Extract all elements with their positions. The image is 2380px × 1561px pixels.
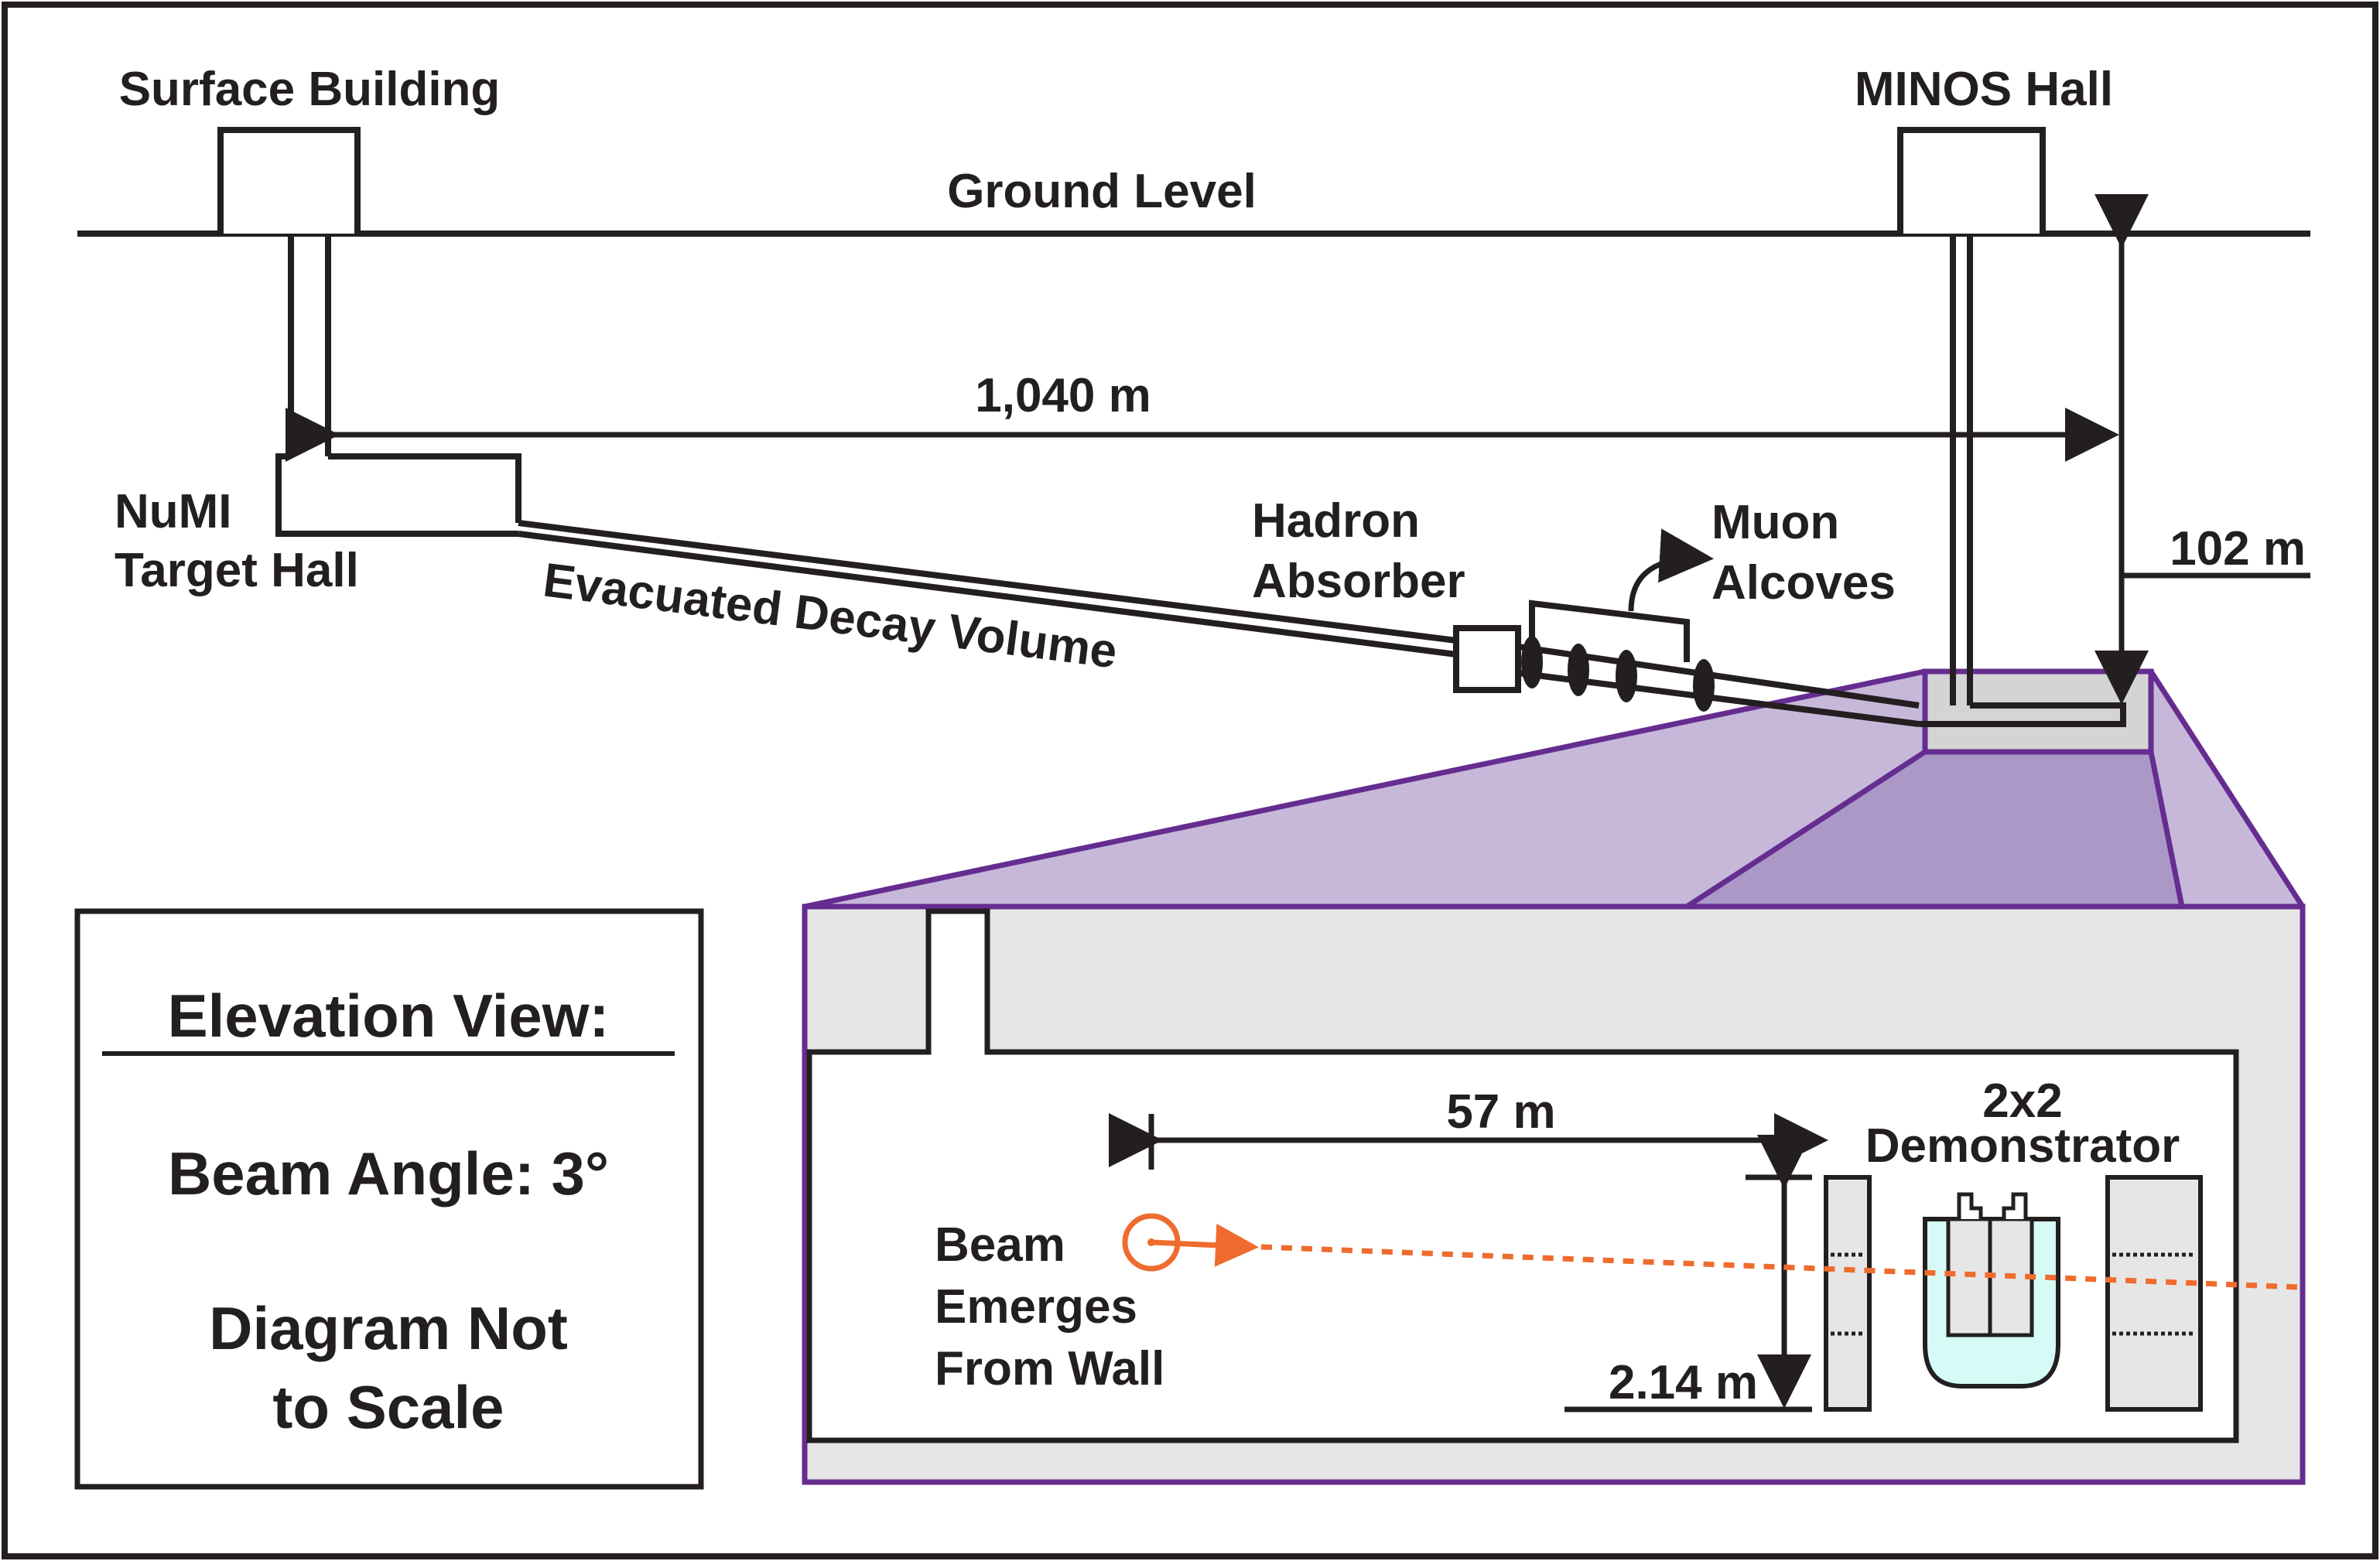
demonstrator-label-1: 2x2: [1982, 1074, 2062, 1128]
zoom-projection-mid: [1687, 752, 2182, 907]
cryostat-port-left: [1957, 1192, 1983, 1219]
beam-label-3: From Wall: [935, 1342, 1164, 1395]
zoom-edge-inner-left: [1685, 750, 1927, 909]
cryostat-port-right: [2002, 1192, 2028, 1219]
dim-102-label: 102 m: [2170, 522, 2306, 576]
legend-beam-angle: Beam Angle: 3°: [168, 1139, 609, 1207]
zoom-edge-left: [804, 668, 1926, 910]
dim-57-label: 57 m: [1446, 1085, 1555, 1139]
zoom-edge-right: [2149, 670, 2305, 908]
dim-214-label: 2.14 m: [1609, 1356, 1758, 1409]
ground-level-label: Ground Level: [947, 165, 1257, 218]
muon-alcove-3: [1616, 650, 1637, 702]
surface-building-label: Surface Building: [119, 63, 501, 116]
beam-path: [1260, 1244, 2300, 1290]
legend-note-2: to Scale: [272, 1373, 504, 1441]
zoom-edge-inner-right: [2148, 751, 2185, 907]
surface-building: [217, 127, 361, 234]
hadron-absorber-label-2: Absorber: [1252, 555, 1465, 608]
beam-direction-arrow: [1151, 1223, 1259, 1267]
numi-target-hall-label-1: NuMI: [115, 485, 232, 538]
muon-alcove-1: [1521, 636, 1543, 688]
muon-alcoves-label-1: Muon: [1711, 496, 1839, 549]
muon-alcove-2: [1568, 644, 1589, 696]
minos-hall-cavern: [1919, 702, 2126, 727]
downstream-module: [2105, 1175, 2203, 1412]
muon-alcove-4: [1693, 659, 1715, 712]
minos-hall-label: MINOS Hall: [1855, 63, 2113, 116]
inset-hall-interior: [806, 908, 2239, 1443]
legend-box: [74, 908, 704, 1490]
muon-alcoves-bracket: [1529, 599, 1690, 662]
decay-pipe-bottom: [518, 531, 1457, 658]
dim-1040-label: 1,040 m: [975, 369, 1151, 422]
cryostat-inner-module-left: [1946, 1217, 1992, 1337]
upstream-module: [1824, 1175, 1872, 1412]
numi-target-hall-label-2: Target Hall: [115, 544, 359, 597]
decay-pipe-top: [518, 520, 1457, 644]
zoom-source-box: [1922, 668, 2154, 755]
demonstrator-label-2: Demonstrator: [1865, 1119, 2180, 1173]
muon-alcoves-label-2: Alcoves: [1711, 556, 1896, 610]
muon-alcoves-pointer: [1628, 528, 1714, 612]
legend-title: Elevation View:: [168, 982, 610, 1050]
hadron-absorber-label-1: Hadron: [1252, 494, 1420, 548]
beam-label-1: Beam: [935, 1218, 1065, 1272]
legend-note-1: Diagram Not: [209, 1294, 568, 1362]
minos-hall-building: [1897, 127, 2046, 234]
beam-label-2: Emerges: [935, 1280, 1137, 1334]
hadron-absorber: [1453, 625, 1521, 693]
